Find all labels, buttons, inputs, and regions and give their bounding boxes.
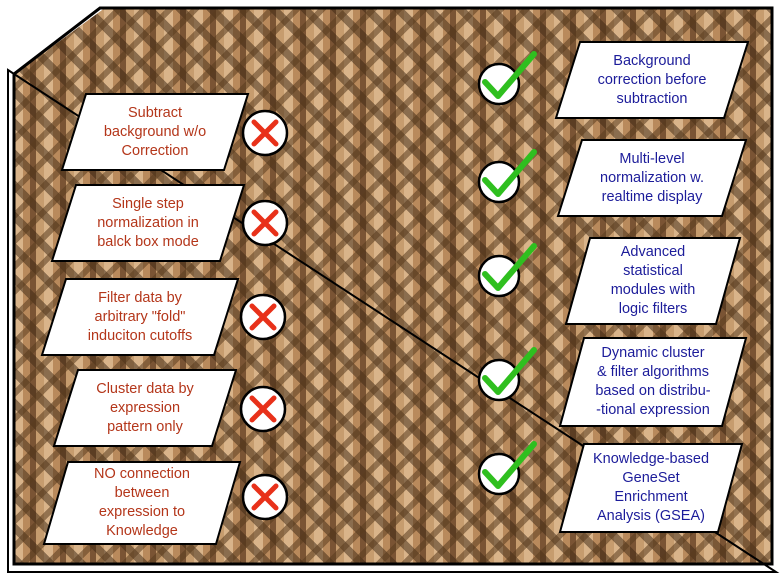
cross-icon <box>241 109 289 157</box>
left-box-label: Filter data by arbitrary "fold" inducito… <box>87 289 193 344</box>
left-box-5: NO connection between expression to Know… <box>42 460 242 546</box>
check-icon <box>477 347 537 402</box>
right-box-label: Advanced statistical modules with logic … <box>610 244 696 317</box>
right-box-label: Knowledge-based GeneSet Enrichment Analy… <box>592 451 710 524</box>
left-box-label: Single step normalization in balck box m… <box>97 195 199 250</box>
right-box-1: Background correction before subtraction <box>554 40 750 120</box>
cross-icon <box>239 385 287 433</box>
left-box-1: Subtract background w/o Correction <box>60 92 250 172</box>
right-box-3: Advanced statistical modules with logic … <box>564 236 742 326</box>
right-box-4: Dynamic cluster & filter algorithms base… <box>558 336 748 428</box>
right-box-5: Knowledge-based GeneSet Enrichment Analy… <box>558 442 744 534</box>
right-box-label: Multi-level normalization w. realtime di… <box>600 150 704 205</box>
left-box-label: Cluster data by expression pattern only <box>96 380 194 435</box>
right-box-2: Multi-level normalization w. realtime di… <box>556 138 748 218</box>
check-icon <box>477 441 537 496</box>
cross-icon <box>241 199 289 247</box>
left-box-label: Subtract background w/o Correction <box>103 104 207 159</box>
check-icon <box>477 243 537 298</box>
left-box-2: Single step normalization in balck box m… <box>50 183 246 263</box>
cross-icon <box>241 473 289 521</box>
left-box-label: NO connection between expression to Know… <box>94 466 190 539</box>
left-box-4: Cluster data by expression pattern only <box>52 368 238 448</box>
check-icon <box>477 51 537 106</box>
right-box-label: Dynamic cluster & filter algorithms base… <box>595 345 711 418</box>
check-icon <box>477 149 537 204</box>
cross-icon <box>239 293 287 341</box>
left-box-3: Filter data by arbitrary "fold" inducito… <box>40 277 240 357</box>
right-box-label: Background correction before subtraction <box>597 52 707 107</box>
